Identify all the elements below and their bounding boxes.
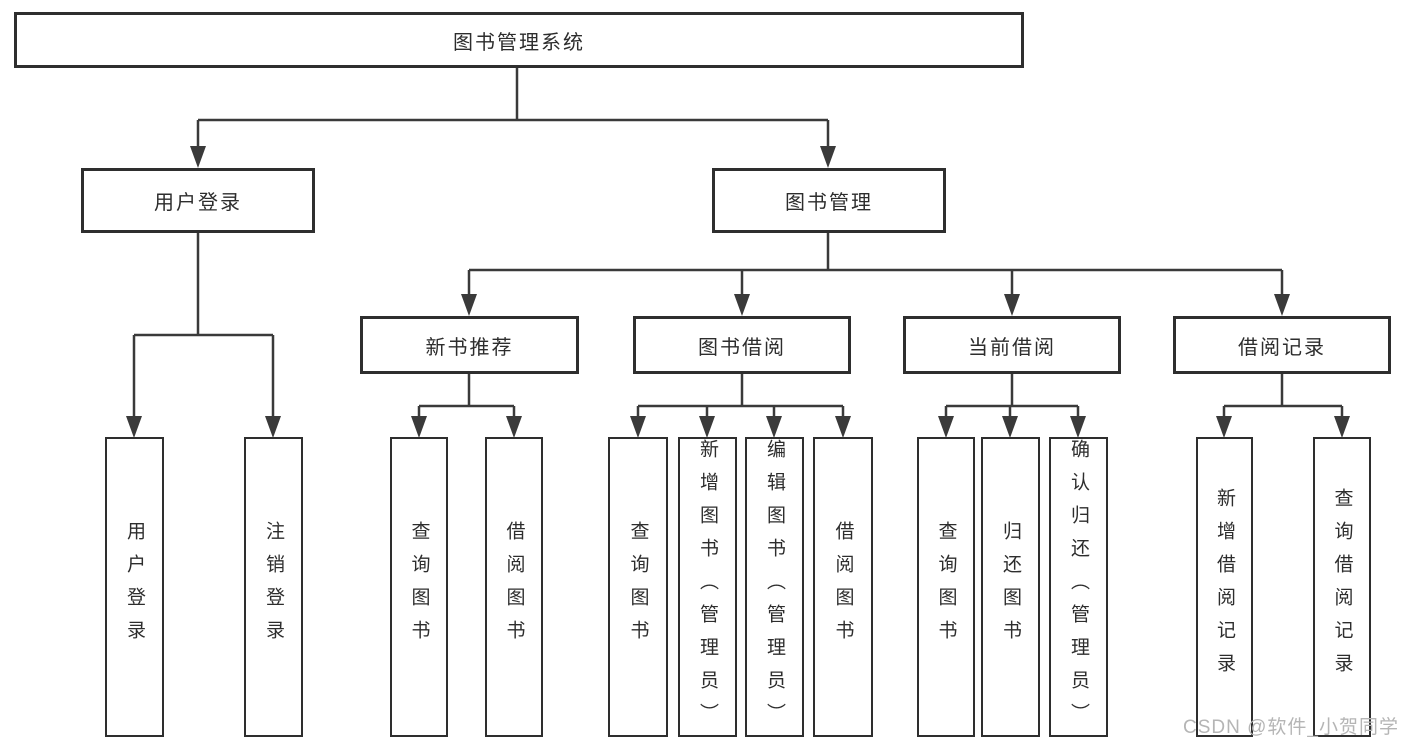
leaf-query-books-current: 查询图书 — [917, 437, 975, 737]
connector-lines — [132, 68, 1344, 420]
leaf-add-books-admin-label: 新增图书（管理员） — [697, 438, 718, 736]
leaf-borrow-books-recommend: 借阅图书 — [485, 437, 543, 737]
leaf-query-books-recommend: 查询图书 — [390, 437, 448, 737]
leaf-confirm-return-admin-label: 确认归还（管理员） — [1068, 438, 1089, 736]
leaf-edit-books-admin: 编辑图书（管理员） — [745, 437, 804, 737]
node-user-login: 用户登录 — [81, 168, 315, 233]
leaf-borrow-books-label: 借阅图书 — [832, 521, 854, 653]
node-new-book-recommend: 新书推荐 — [360, 316, 579, 374]
csdn-watermark: CSDN @软件_小贺同学 — [1183, 717, 1399, 738]
leaf-query-books-current-label: 查询图书 — [935, 521, 957, 653]
leaf-return-books: 归还图书 — [981, 437, 1040, 737]
leaf-query-books-borrow: 查询图书 — [608, 437, 668, 737]
leaf-add-borrow-record: 新增借阅记录 — [1196, 437, 1253, 737]
leaf-borrow-books: 借阅图书 — [813, 437, 873, 737]
leaf-query-borrow-record-label: 查询借阅记录 — [1331, 488, 1353, 686]
node-book-management: 图书管理 — [712, 168, 946, 233]
leaf-query-borrow-record: 查询借阅记录 — [1313, 437, 1371, 737]
leaf-logout-label: 注销登录 — [263, 521, 284, 653]
leaf-query-books-borrow-label: 查询图书 — [627, 521, 649, 653]
leaf-add-books-admin: 新增图书（管理员） — [678, 437, 737, 737]
leaf-user-login: 用户登录 — [105, 437, 164, 737]
node-current-borrow: 当前借阅 — [903, 316, 1121, 374]
leaf-query-books-recommend-label: 查询图书 — [408, 521, 430, 653]
leaf-logout: 注销登录 — [244, 437, 303, 737]
leaf-confirm-return-admin: 确认归还（管理员） — [1049, 437, 1108, 737]
leaf-edit-books-admin-label: 编辑图书（管理员） — [764, 438, 785, 736]
node-root-system: 图书管理系统 — [14, 12, 1024, 68]
leaf-user-login-label: 用户登录 — [124, 521, 145, 653]
node-borrow-records: 借阅记录 — [1173, 316, 1391, 374]
leaf-return-books-label: 归还图书 — [1000, 521, 1021, 653]
node-book-borrow: 图书借阅 — [633, 316, 851, 374]
leaf-add-borrow-record-label: 新增借阅记录 — [1214, 488, 1235, 686]
leaf-borrow-books-recommend-label: 借阅图书 — [503, 521, 525, 653]
